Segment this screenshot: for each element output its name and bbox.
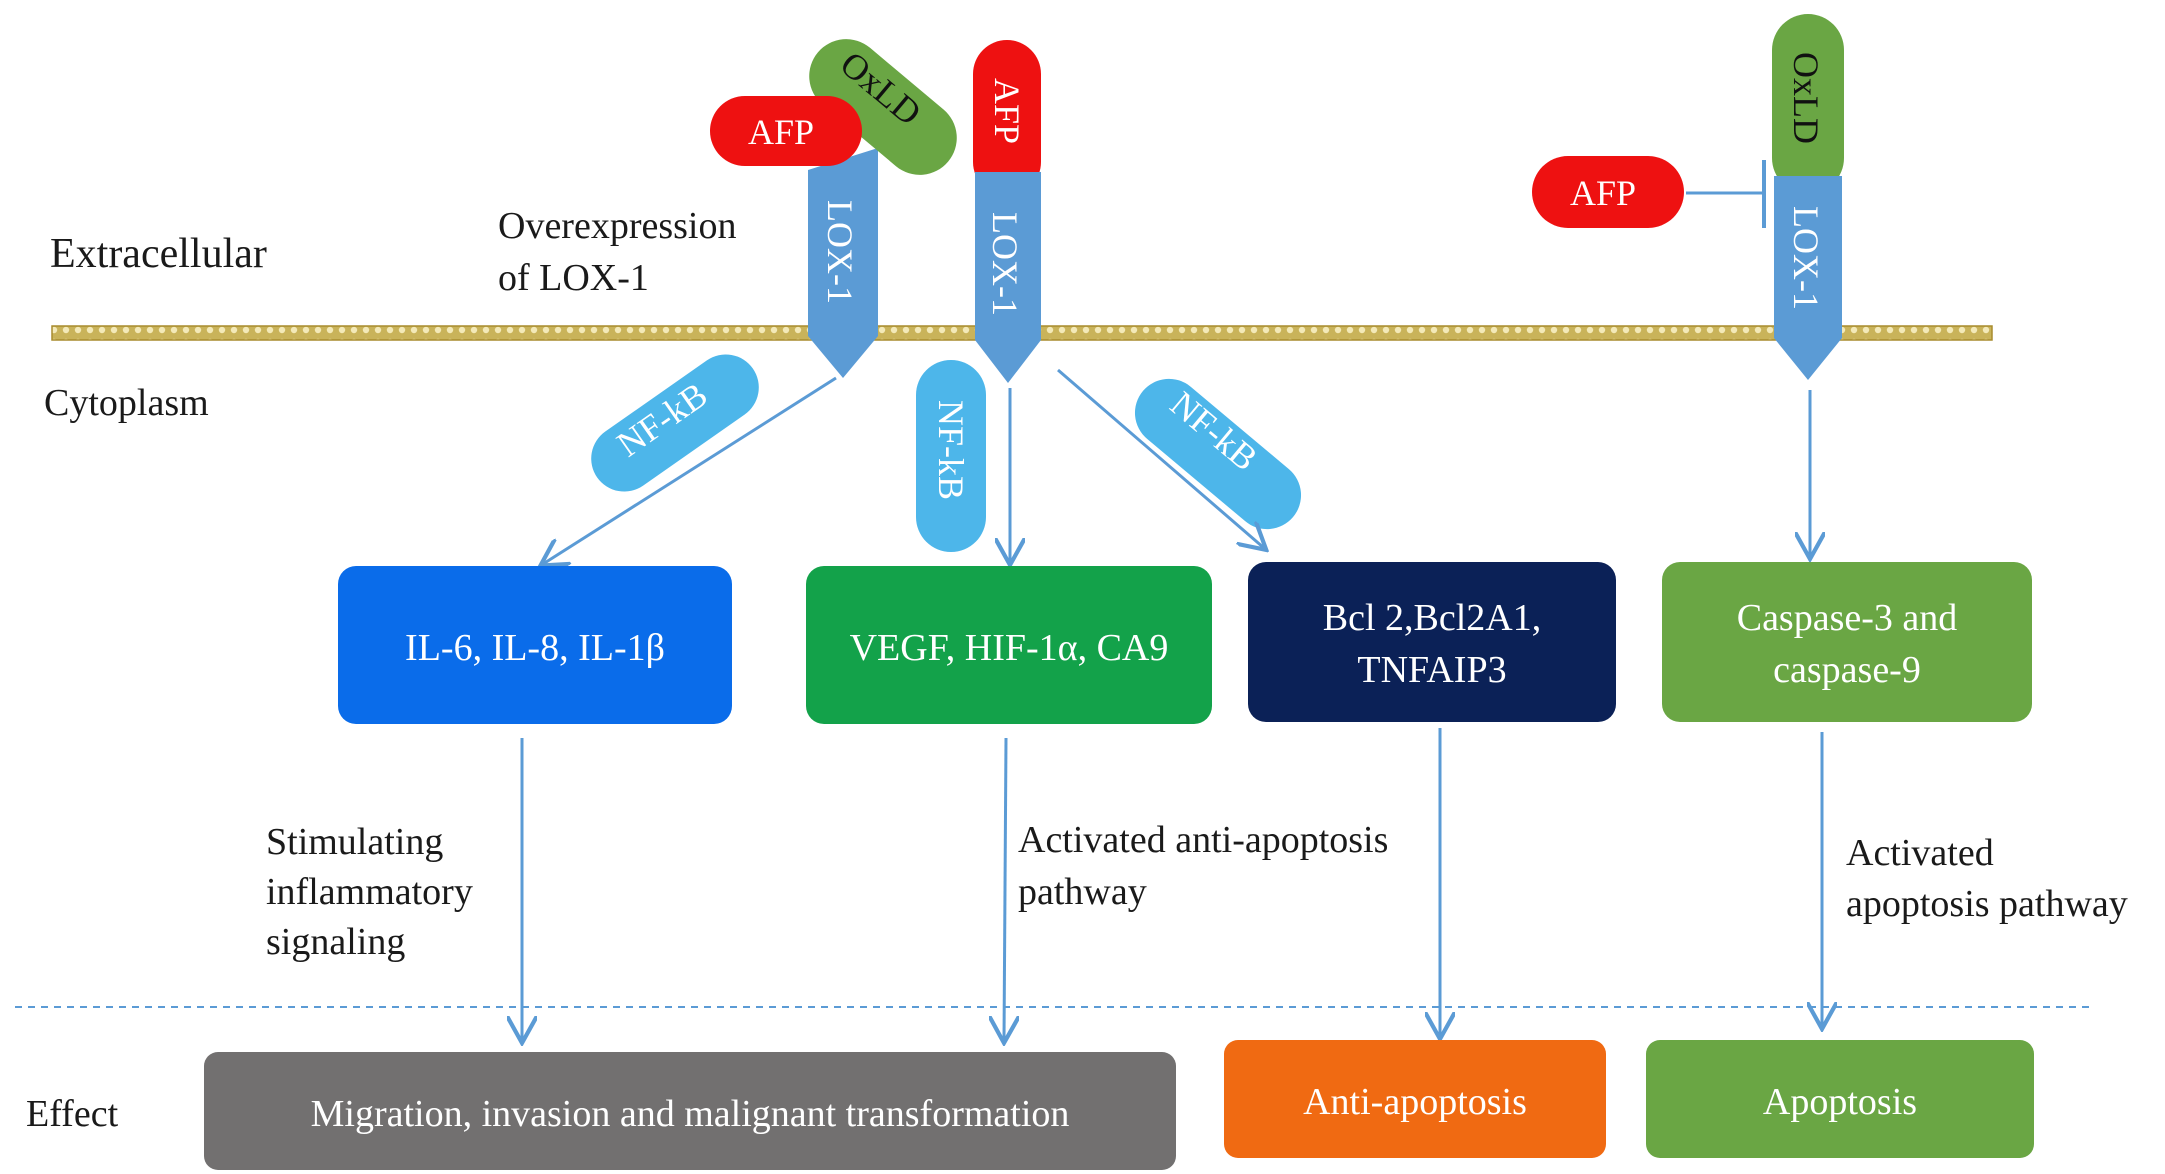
- lox1-label-right: LOX-1: [1786, 206, 1826, 310]
- lox1-receptor-left: [808, 148, 878, 378]
- apoptosis-text: Apoptosis: [1763, 1081, 1917, 1123]
- afp-label-left: AFP: [748, 112, 814, 152]
- oxld-label-right: OxLD: [1786, 52, 1826, 144]
- stimulating-label-2: inflammatory: [266, 871, 473, 913]
- migration-text: Migration, invasion and malignant transf…: [311, 1093, 1070, 1135]
- stimulating-label-3: signaling: [266, 921, 405, 963]
- overexpression-label-1: Overexpression: [498, 205, 736, 247]
- afp-label-right: AFP: [1570, 173, 1636, 213]
- nfkb-right: [1134, 378, 1302, 530]
- arrow-lox1-to-bcl2: [1057, 368, 1264, 548]
- cytokines-text: IL-6, IL-8, IL-1β: [405, 627, 665, 669]
- region-extracellular: Extracellular: [50, 231, 267, 277]
- anti-apoptosis-pathway-label-1: Activated anti-apoptosis: [1018, 819, 1388, 861]
- caspase-box: [1662, 562, 2032, 722]
- bcl2-box: [1248, 562, 1616, 722]
- apoptosis-pathway-label-1: Activated: [1846, 832, 1994, 874]
- lox1-receptor-middle: [975, 172, 1041, 383]
- afp-ligand-left: [710, 96, 862, 166]
- oxld-ligand-left: [809, 39, 957, 175]
- oxld-ligand-right: [1772, 14, 1844, 194]
- migration-box: [204, 1052, 1176, 1170]
- stimulating-label-1: Stimulating: [266, 821, 443, 863]
- afp-label-middle: AFP: [987, 78, 1027, 144]
- lox1-label-middle: LOX-1: [985, 212, 1025, 316]
- cytokines-box: [338, 566, 732, 724]
- vegf-text: VEGF, HIF-1α, CA9: [850, 627, 1169, 669]
- bcl2-text-1: Bcl 2,Bcl2A1,: [1323, 597, 1541, 639]
- overexpression-label-2: of LOX-1: [498, 257, 649, 299]
- vegf-box: [806, 566, 1212, 724]
- lox1-receptor-right: [1774, 176, 1842, 380]
- caspase-text-2: caspase-9: [1773, 649, 1921, 691]
- afp-ligand-middle: [973, 40, 1041, 196]
- anti-apoptosis-pathway-label-2: pathway: [1018, 871, 1147, 913]
- region-effect: Effect: [26, 1093, 119, 1135]
- region-cytoplasm: Cytoplasm: [44, 382, 209, 424]
- anti-apoptosis-text: Anti-apoptosis: [1303, 1081, 1527, 1123]
- nfkb-left: [591, 354, 759, 492]
- caspase-text-1: Caspase-3 and: [1737, 597, 1958, 639]
- anti-apoptosis-box: [1224, 1040, 1606, 1158]
- nfkb-middle: [916, 360, 986, 552]
- nfkb-label-middle: NF-kB: [931, 400, 971, 500]
- arrow-lox1-to-cytokines: [543, 376, 837, 564]
- apoptosis-pathway-label-2: apoptosis pathway: [1846, 883, 2128, 925]
- afp-ligand-right: [1532, 156, 1684, 228]
- apoptosis-box: [1646, 1040, 2034, 1158]
- arrow-vegf-to-migration: [1004, 737, 1006, 1040]
- lox1-label-left: LOX-1: [820, 200, 860, 304]
- bcl2-text-2: TNFAIP3: [1357, 649, 1506, 691]
